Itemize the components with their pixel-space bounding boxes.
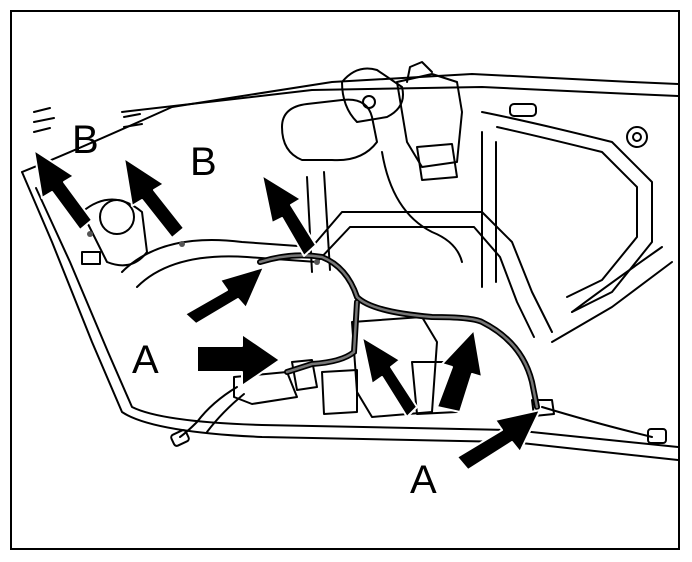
left-cutout — [81, 198, 148, 267]
lid-outer-edge — [21, 171, 678, 461]
actuator-bracket — [396, 73, 463, 168]
right-plug-cable — [541, 406, 653, 438]
connector-plug — [416, 143, 458, 181]
label-b1: B — [72, 118, 99, 162]
arrow-b2 — [123, 157, 185, 239]
left-plug — [170, 429, 190, 447]
trunk-lid-drawing — [21, 61, 678, 471]
center-member — [121, 211, 553, 333]
left-plug-cable-b — [206, 393, 245, 433]
motor-cable — [381, 151, 463, 263]
arrow-a-center-right — [436, 329, 483, 413]
right-arch — [481, 111, 653, 313]
right-lower-frame — [551, 246, 673, 343]
hatch-lines — [33, 107, 143, 133]
lower-bracket — [351, 316, 438, 418]
left-plug-cable — [179, 386, 238, 438]
arrow-a-center — [361, 336, 418, 418]
motor-housing — [281, 98, 378, 162]
arrow-b1 — [33, 149, 93, 231]
right-vert-rail-a — [481, 131, 497, 288]
slot-hole — [509, 103, 537, 117]
arrow-a-right — [456, 409, 541, 471]
lower-bracket-b — [321, 369, 358, 415]
label-a1: A — [132, 338, 159, 382]
right-plug — [647, 428, 667, 444]
arrow-b3 — [261, 174, 317, 257]
center-member-inner — [136, 226, 535, 338]
left-bracket — [81, 251, 101, 265]
label-b2: B — [190, 140, 217, 184]
arrow-a-left-lower — [196, 333, 281, 387]
right-arch-inner — [496, 126, 638, 298]
lid-inner-edge — [35, 187, 678, 448]
left-connector-b — [291, 359, 318, 391]
label-a2: A — [410, 458, 437, 502]
motor-cable-b — [406, 61, 433, 83]
left-hole — [99, 199, 135, 235]
left-connector — [233, 371, 298, 405]
arrow-a-left-upper — [184, 266, 265, 325]
motor-cap — [341, 67, 404, 123]
diagram-frame: B B A A — [10, 10, 680, 550]
lid-top-ridge — [121, 86, 678, 113]
right-round-hole — [626, 126, 648, 148]
